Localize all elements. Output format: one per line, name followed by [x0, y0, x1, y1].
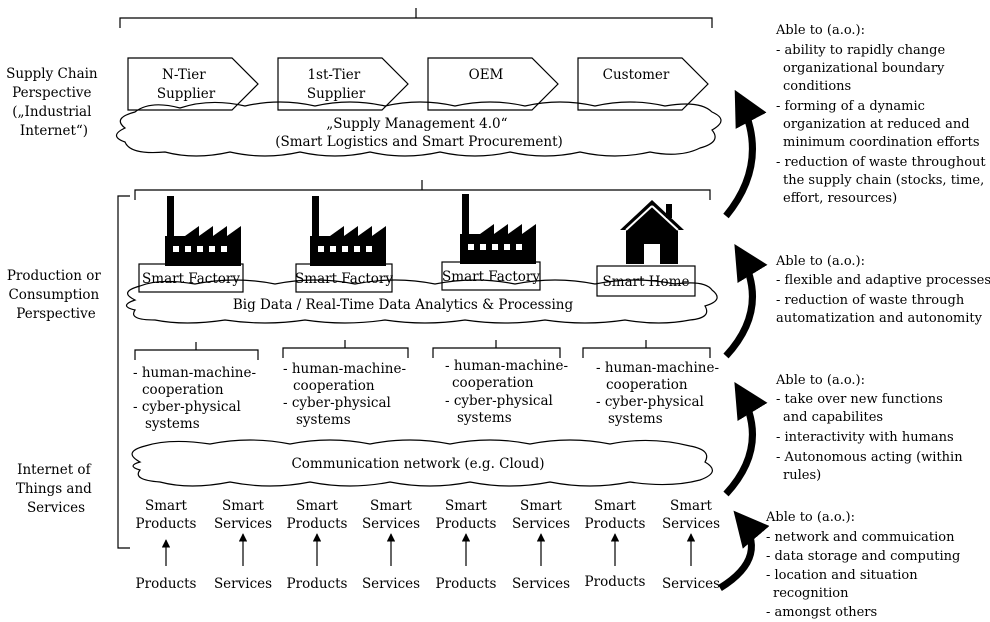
svg-text:Products: Products: [585, 574, 646, 590]
supply-management-cloud: „Supply Management 4.0“ (Smart Logistics…: [115, 101, 722, 157]
factory-icon: [310, 196, 386, 266]
factory-icon: [165, 196, 241, 266]
svg-text:OEM: OEM: [469, 67, 504, 83]
svg-text:„Supply Management 4.0“: „Supply Management 4.0“ (Smart Logistics…: [275, 116, 563, 150]
home-icon: [620, 200, 684, 264]
svg-text:Smart Factory: Smart Factory: [295, 271, 393, 287]
feature-group: - human-machine- cooperation - cyber-phy…: [582, 340, 723, 427]
svg-text:Smart Home: Smart Home: [603, 274, 690, 290]
feature-group: - human-machine- cooperation - cyber-phy…: [133, 342, 260, 432]
factory-icon: [460, 194, 536, 264]
middle-bracket: [134, 180, 711, 200]
svg-text:Customer: Customer: [603, 67, 670, 83]
ability-list: Able to (a.o.): - network and commuicati…: [765, 510, 964, 620]
svg-text:Products: Products: [136, 576, 197, 592]
svg-text:Services: Services: [662, 576, 720, 592]
svg-text:Big Data / Real-Time Data Anal: Big Data / Real-Time Data Analytics & Pr…: [233, 297, 574, 313]
ability-list: Able to (a.o.): - flexible and adaptive …: [775, 254, 990, 326]
base-items-row: Products Services Products Services Prod…: [136, 574, 721, 592]
svg-text:Services: Services: [214, 576, 272, 592]
svg-text:Products: Products: [287, 576, 348, 592]
communication-cloud: Communication network (e.g. Cloud): [131, 439, 713, 487]
svg-text:Communication network (e.g. Cl: Communication network (e.g. Cloud): [291, 456, 544, 472]
ability-list: Able to (a.o.): - take over new function…: [775, 373, 967, 483]
svg-text:Services: Services: [512, 576, 570, 592]
svg-text:N-Tier Supplier: N-Tier Supplier: [157, 67, 216, 102]
supply-chain-node: Customer: [577, 57, 709, 111]
svg-text:- human-machine- coopera: - human-machine- cooperation - cyber-phy…: [445, 358, 572, 426]
feature-group: - human-machine- cooperation - cyber-phy…: [432, 340, 572, 426]
left-bracket: [117, 195, 130, 549]
supply-chain-node: N-Tier Supplier: [127, 57, 259, 111]
svg-text:- human-machine- coopera: - human-machine- cooperation - cyber-phy…: [596, 360, 723, 427]
smart-unit-box: Smart Factory: [295, 263, 393, 293]
up-arrows: [161, 533, 696, 566]
supply-chain-node: OEM: [427, 57, 559, 111]
perspective-iot: Internet of Things and Services: [16, 462, 96, 516]
svg-text:Smart Factory: Smart Factory: [442, 269, 540, 285]
smart-unit-box: Smart Home: [596, 265, 696, 297]
big-data-cloud: Big Data / Real-Time Data Analytics & Pr…: [125, 279, 718, 324]
svg-text:- human-machine- coopera: - human-machine- cooperation - cyber-phy…: [283, 361, 410, 428]
curved-arrows: [718, 89, 770, 591]
feature-group: - human-machine- cooperation - cyber-phy…: [282, 340, 410, 428]
svg-text:1st-Tier Supplier: 1st-Tier Supplier: [307, 67, 366, 102]
smart-unit-box: Smart Factory: [138, 263, 244, 293]
smart-unit-box: Smart Factory: [441, 261, 541, 291]
perspective-production: Production or Consumption Perspective: [7, 268, 105, 322]
supply-chain-node: 1st-Tier Supplier: [277, 57, 409, 111]
ability-list: Able to (a.o.): - ability to rapidly cha…: [775, 23, 990, 206]
svg-text:Smart Factory: Smart Factory: [142, 271, 240, 287]
svg-text:Products: Products: [436, 576, 497, 592]
perspective-supply-chain: Supply Chain Perspective („Industrial In…: [6, 66, 102, 139]
svg-text:- human-machine- coopera: - human-machine- cooperation - cyber-phy…: [133, 365, 260, 432]
svg-text:Services: Services: [362, 576, 420, 592]
top-bracket: [119, 8, 713, 28]
